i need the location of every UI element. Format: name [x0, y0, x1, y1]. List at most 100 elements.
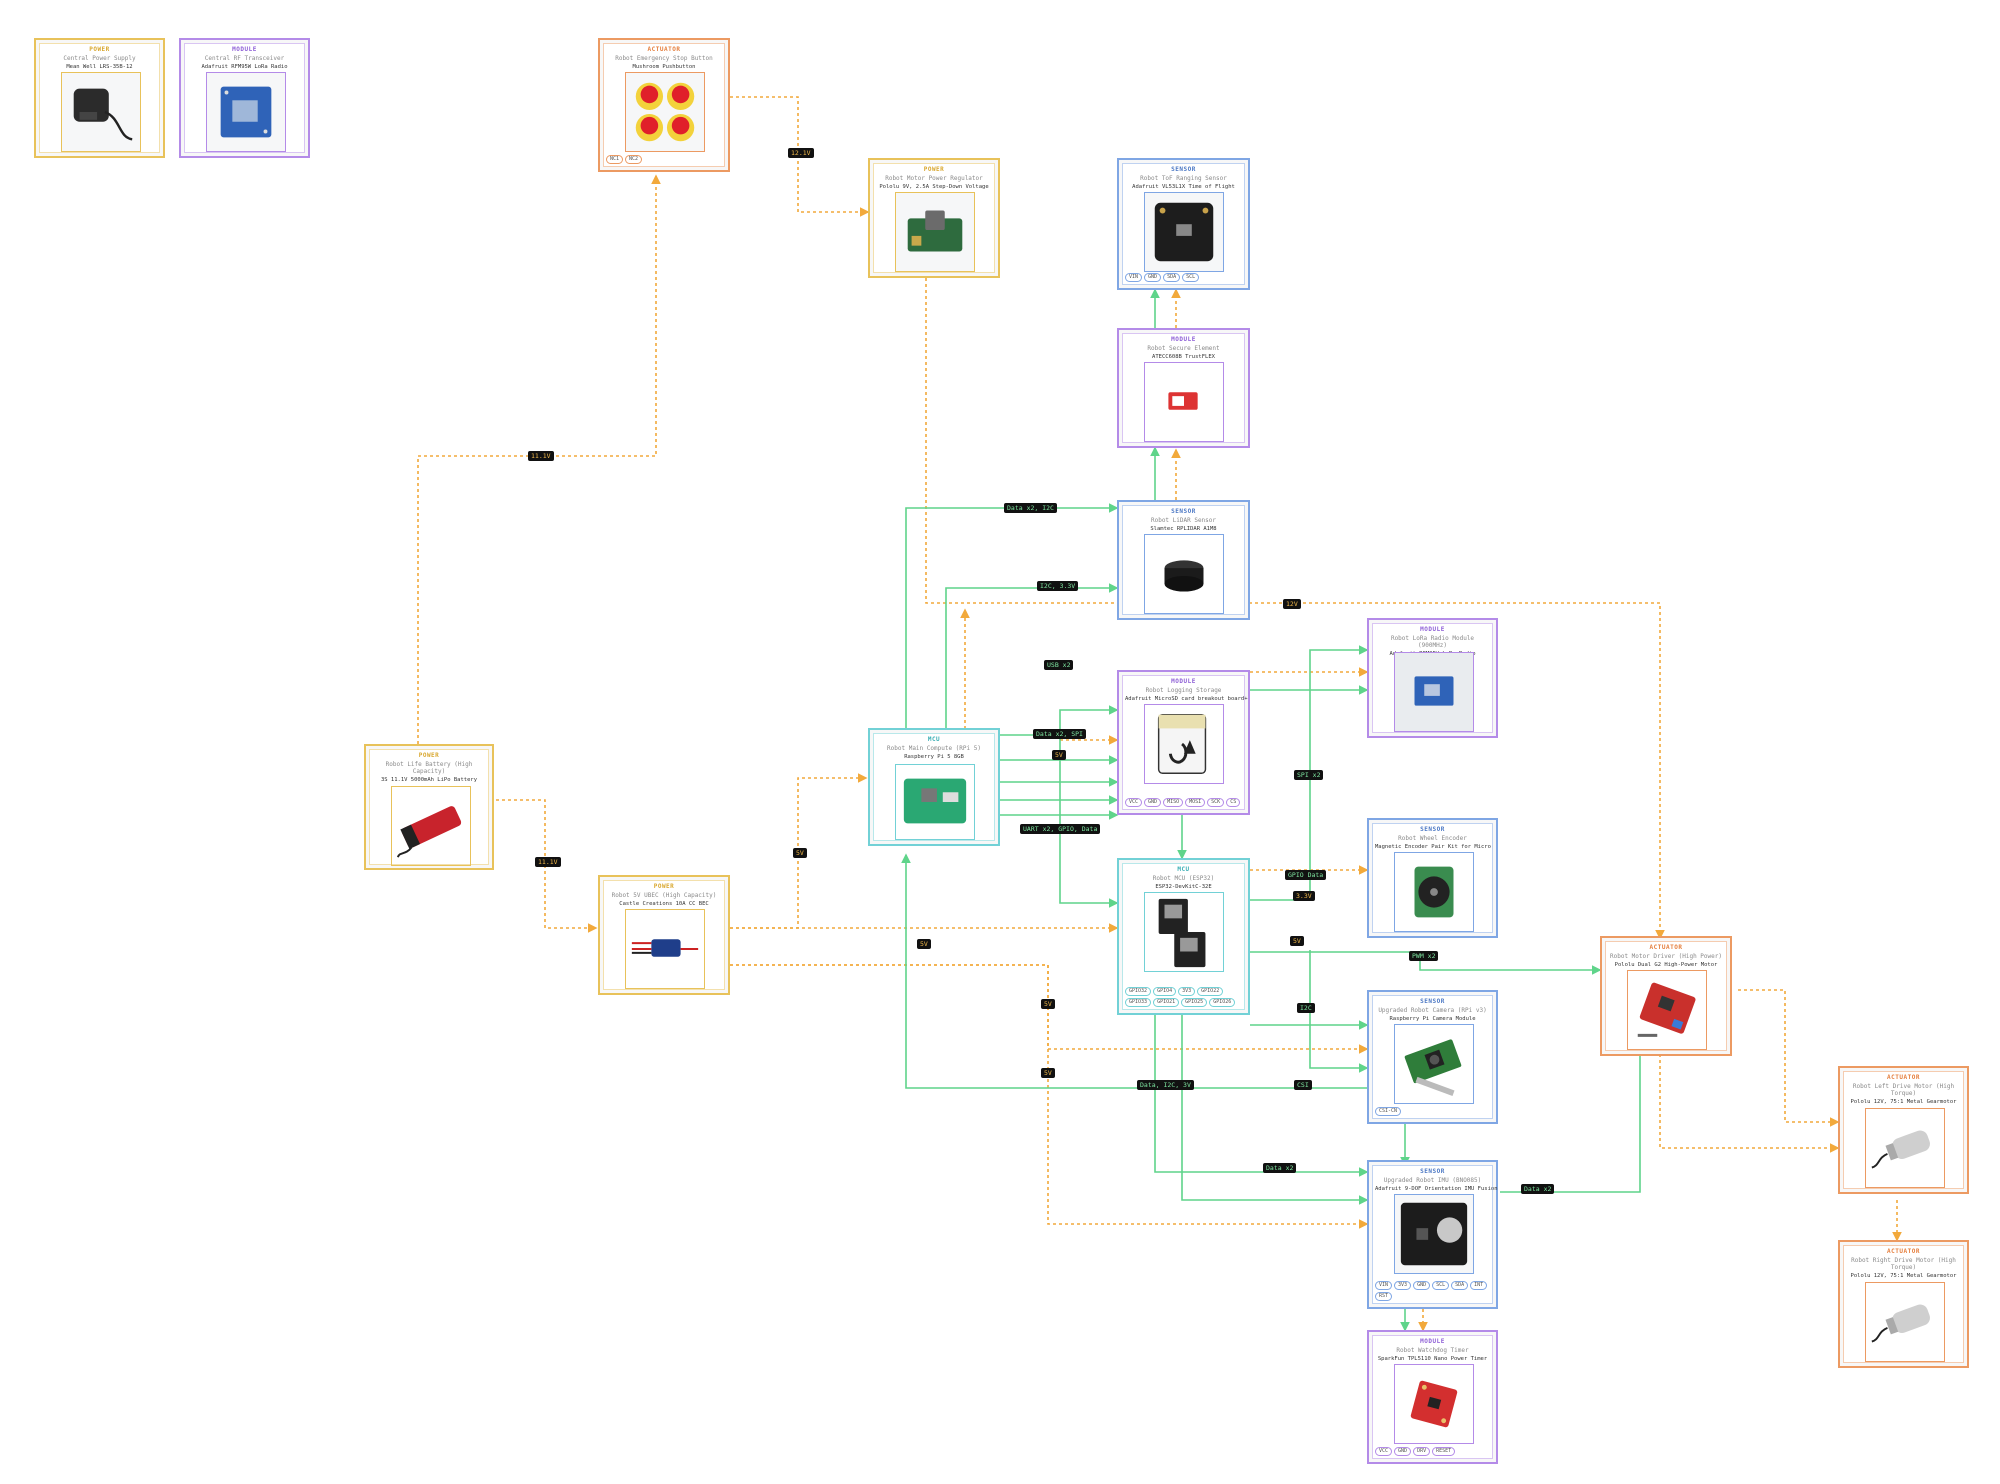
- node-type: ACTUATOR: [1887, 1074, 1920, 1081]
- node-title: Robot Emergency Stop Button: [615, 55, 713, 62]
- wire-mcu-driver: [1250, 951, 1602, 975]
- wire-mcu-imu: [1154, 1015, 1369, 1177]
- node-type: ACTUATOR: [1887, 1248, 1920, 1255]
- pin[interactable]: SCK: [1207, 798, 1225, 807]
- edge-label: 12V: [1283, 599, 1301, 609]
- node-main-compute[interactable]: MCU Robot Main Compute (RPi 5) Raspberry…: [868, 728, 1000, 846]
- pin[interactable]: 3V3: [1178, 987, 1196, 996]
- pin[interactable]: SDA: [1451, 1281, 1469, 1290]
- edge-label: 5V: [917, 939, 931, 949]
- node-robot-mcu[interactable]: MCU Robot MCU (ESP32) ESP32-DevKitC-32E …: [1117, 858, 1250, 1015]
- edge-label: 5V: [1052, 750, 1066, 760]
- node-title: Central RF Transceiver: [204, 55, 285, 62]
- edge-label: 11.1V: [528, 451, 554, 461]
- pin[interactable]: GPIO22: [1197, 987, 1224, 996]
- lidar-image: [1144, 534, 1224, 614]
- wire-compute-secure: [905, 503, 1119, 730]
- node-estop[interactable]: ACTUATOR Robot Emergency Stop Button Mus…: [598, 38, 730, 172]
- node-part: Raspberry Pi Camera Module: [1389, 1016, 1476, 1022]
- pin[interactable]: MOSI: [1185, 798, 1206, 807]
- wire-ubec-imu: [730, 964, 1369, 1229]
- edge-label: UART x2, GPIO, Data: [1020, 824, 1101, 834]
- pin[interactable]: NC1: [606, 155, 624, 164]
- pin[interactable]: CS: [1226, 798, 1241, 807]
- node-type: MODULE: [232, 46, 257, 53]
- node-part: Raspberry Pi 5 8GB: [904, 754, 964, 760]
- edge-label: 5V: [1041, 1068, 1055, 1078]
- pin[interactable]: NC2: [625, 155, 643, 164]
- pin[interactable]: DRV: [1413, 1447, 1431, 1456]
- node-type: MODULE: [1420, 626, 1445, 633]
- pin[interactable]: RST: [1375, 1292, 1393, 1301]
- node-wheel-encoder[interactable]: SENSOR Robot Wheel Encoder Magnetic Enco…: [1367, 818, 1498, 938]
- edge-label: 12.1V: [788, 148, 814, 158]
- pin[interactable]: MISO: [1163, 798, 1184, 807]
- node-part: Magnetic Encoder Pair Kit for Micro: [1375, 844, 1491, 850]
- pin[interactable]: GND: [1144, 798, 1162, 807]
- edge-label: 3.3V: [1293, 891, 1315, 901]
- node-type: SENSOR: [1420, 826, 1445, 833]
- node-part: Castle Creations 10A CC BEC: [619, 901, 709, 907]
- secure-element-image: [1144, 362, 1224, 442]
- pin[interactable]: VCC: [1125, 798, 1143, 807]
- regulator-image: [895, 192, 975, 272]
- pin-list: VIN 3V3 GND SCL SDA INT RST: [1375, 1281, 1490, 1301]
- node-motor-regulator[interactable]: POWER Robot Motor Power Regulator Pololu…: [868, 158, 1000, 278]
- node-type: MODULE: [1420, 1338, 1445, 1345]
- wire-driver-left2: [1659, 1030, 1840, 1153]
- node-right-motor[interactable]: ACTUATOR Robot Right Drive Motor (High T…: [1838, 1240, 1969, 1368]
- pin[interactable]: CSI-CN: [1375, 1107, 1402, 1116]
- node-type: SENSOR: [1171, 508, 1196, 515]
- node-title: Robot Logging Storage: [1145, 687, 1222, 694]
- edge-label: Data x2: [1521, 1184, 1555, 1194]
- pin[interactable]: VCC: [1375, 1447, 1393, 1456]
- node-imu[interactable]: SENSOR Upgraded Robot IMU (BNO085) Adafr…: [1367, 1160, 1498, 1309]
- pin[interactable]: GND: [1144, 273, 1162, 282]
- edge-label: Data, I2C, 3V: [1137, 1080, 1194, 1090]
- node-watchdog[interactable]: MODULE Robot Watchdog Timer SparkFun TPL…: [1367, 1330, 1498, 1464]
- node-lidar[interactable]: SENSOR Robot LiDAR Sensor Slamtec RPLIDA…: [1117, 500, 1250, 620]
- pin[interactable]: GPIO26: [1209, 998, 1236, 1007]
- node-type: POWER: [89, 46, 110, 53]
- pin[interactable]: GND: [1413, 1281, 1431, 1290]
- lora-board-image: [1394, 652, 1474, 732]
- pin[interactable]: 3V3: [1394, 1281, 1412, 1290]
- edge-label: USB x2: [1044, 660, 1074, 670]
- node-title: Robot LoRa Radio Module (900MHz): [1390, 635, 1475, 649]
- node-camera[interactable]: SENSOR Upgraded Robot Camera (RPi v3) Ra…: [1367, 990, 1498, 1124]
- pin[interactable]: RESET: [1432, 1447, 1456, 1456]
- pin[interactable]: GPIO33: [1125, 998, 1152, 1007]
- pin[interactable]: SDA: [1163, 273, 1181, 282]
- pin[interactable]: GND: [1394, 1447, 1412, 1456]
- pin[interactable]: GPIO25: [1181, 998, 1208, 1007]
- node-tof-sensor[interactable]: SENSOR Robot ToF Ranging Sensor Adafruit…: [1117, 158, 1250, 290]
- pin[interactable]: VIN: [1125, 273, 1143, 282]
- pin[interactable]: GPIO4: [1153, 987, 1177, 996]
- node-part: Pololu 12V, 75:1 Metal Gearmotor: [1850, 1273, 1957, 1279]
- node-lora-module[interactable]: MODULE Robot LoRa Radio Module (900MHz) …: [1367, 618, 1498, 738]
- node-ubec[interactable]: POWER Robot 5V UBEC (High Capacity) Cast…: [598, 875, 730, 995]
- pin[interactable]: INT: [1470, 1281, 1488, 1290]
- pin[interactable]: SCL: [1432, 1281, 1450, 1290]
- node-central-rf-transceiver[interactable]: MODULE Central RF Transceiver Adafruit R…: [179, 38, 310, 158]
- node-life-battery[interactable]: POWER Robot Life Battery (High Capacity)…: [364, 744, 494, 870]
- node-central-power-supply[interactable]: POWER Central Power Supply Mean Well LRS…: [34, 38, 165, 158]
- node-motor-driver[interactable]: ACTUATOR Robot Motor Driver (High Power)…: [1600, 936, 1732, 1056]
- node-logging-storage[interactable]: MODULE Robot Logging Storage Adafruit Mi…: [1117, 670, 1250, 815]
- pin[interactable]: GPIO21: [1153, 998, 1180, 1007]
- node-secure-element[interactable]: MODULE Robot Secure Element ATECC608B Tr…: [1117, 328, 1250, 448]
- wire-compute-lidar: [945, 583, 1119, 730]
- esp32-image: [1144, 892, 1224, 972]
- edge-label: 5V: [793, 848, 807, 858]
- pin[interactable]: GPIO32: [1125, 987, 1152, 996]
- pin[interactable]: SCL: [1182, 273, 1200, 282]
- node-part: Mean Well LRS-35B-12: [66, 64, 133, 70]
- node-left-motor[interactable]: ACTUATOR Robot Left Drive Motor (High To…: [1838, 1066, 1969, 1194]
- node-part: Mushroom Pushbutton: [632, 64, 696, 70]
- node-type: ACTUATOR: [647, 46, 681, 53]
- wire-ubec-compute: [730, 773, 868, 929]
- lipo-battery-image: [391, 786, 471, 866]
- edge-label: Data x2, SPI: [1033, 729, 1086, 739]
- pin[interactable]: VIN: [1375, 1281, 1393, 1290]
